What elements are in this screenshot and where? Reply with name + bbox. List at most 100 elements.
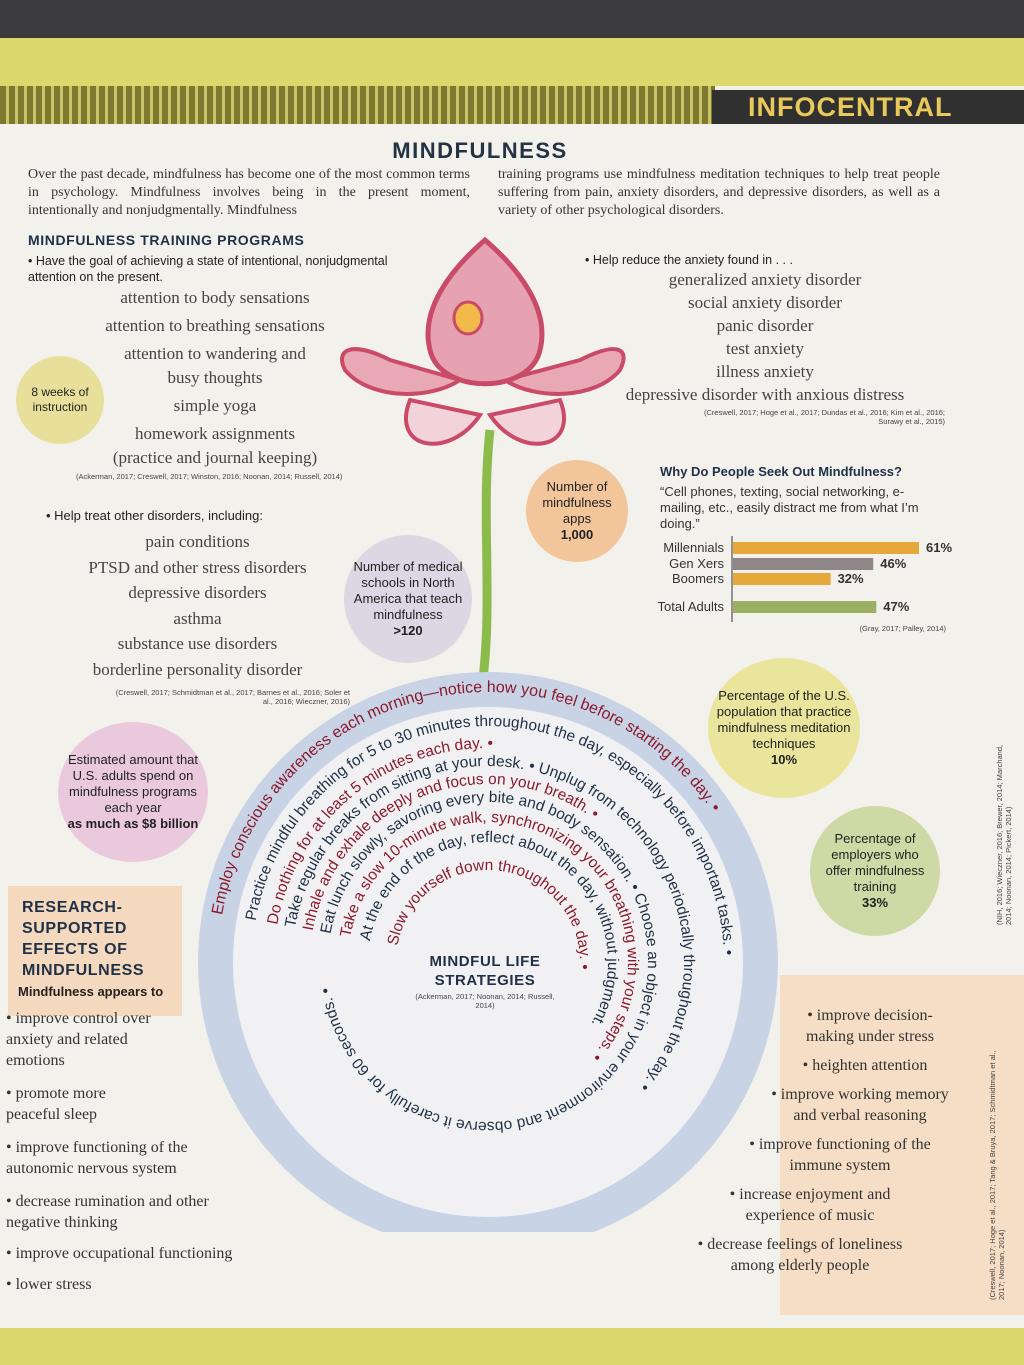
chart-category-label: Millennials bbox=[663, 540, 724, 555]
intro-left: Over the past decade, mindfulness has be… bbox=[28, 167, 470, 218]
lotus-illustration bbox=[340, 236, 626, 701]
training-item: simple yoga bbox=[173, 396, 257, 415]
training-item: attention to wandering and bbox=[124, 344, 306, 363]
employers-stat-circle: Percentage of employers who offer mindfu… bbox=[810, 806, 940, 936]
effects-heading: RESEARCH-SUPPORTED EFFECTS OF MINDFULNES… bbox=[22, 899, 145, 979]
training-item: busy thoughts bbox=[167, 368, 263, 387]
anxiety-item: illness anxiety bbox=[716, 362, 814, 381]
effect-item: • lower stress bbox=[6, 1276, 92, 1293]
disorders-list: pain conditions PTSD and other stress di… bbox=[50, 529, 345, 682]
effect-item: • improve working memory and verbal reas… bbox=[771, 1086, 949, 1124]
schools-stat-value: >120 bbox=[393, 623, 423, 638]
training-item: attention to body sensations bbox=[120, 288, 310, 307]
effect-item: • decrease rumination and other negative… bbox=[6, 1193, 209, 1231]
disorder-item: pain conditions bbox=[145, 532, 250, 551]
chart-bar bbox=[733, 573, 831, 585]
mindful-life-strategies-spiral: Employ conscious awareness each morning—… bbox=[198, 672, 778, 1232]
chart-category-label: Gen Xers bbox=[669, 556, 724, 571]
anxiety-list: generalized anxiety disorder social anxi… bbox=[590, 268, 940, 406]
spiral-citation: (Ackerman, 2017; Noonan, 2014; Russell, … bbox=[415, 992, 555, 1010]
why-citation: (Gray, 2017; Palley, 2014) bbox=[859, 624, 946, 633]
anxiety-item: panic disorder bbox=[716, 316, 814, 335]
lotus-center-petal bbox=[425, 236, 545, 387]
effect-item: • improve occupational functioning bbox=[6, 1245, 233, 1262]
anxiety-item: social anxiety disorder bbox=[688, 293, 842, 312]
lotus-petal-lower-left bbox=[404, 397, 484, 446]
page-title: MINDFULNESS bbox=[392, 138, 568, 163]
infocentral-banner: INFOCENTRAL bbox=[712, 90, 1024, 124]
training-item: homework assignments bbox=[134, 424, 296, 443]
spend-stat-value: as much as $8 billion bbox=[67, 816, 199, 831]
effect-item: • improve decision-making under stress bbox=[806, 1007, 934, 1045]
effects-header-box bbox=[8, 886, 182, 1016]
chart-value-label: 47% bbox=[883, 599, 909, 614]
chart-value-label: 32% bbox=[838, 571, 864, 586]
employers-stat-label: Percentage of employers who offer mindfu… bbox=[825, 831, 925, 894]
apps-stat-circle: Number of mindfulness apps 1,000 bbox=[526, 460, 628, 562]
disorder-item: substance use disorders bbox=[117, 634, 278, 653]
why-bar-chart: Millennials 61% Gen Xers 46% Boomers 32% Total… bbox=[658, 536, 952, 622]
training-heading: MINDFULNESS TRAINING PROGRAMS bbox=[28, 232, 305, 248]
training-item: (practice and journal keeping) bbox=[112, 448, 318, 467]
disorder-item: PTSD and other stress disorders bbox=[88, 557, 307, 577]
lotus-stem bbox=[475, 429, 495, 701]
anxiety-item: depressive disorder with anxious distres… bbox=[625, 385, 905, 404]
stats-side-citation: (NIH, 2016; Wieczner, 2016; Brewer, 2014… bbox=[995, 744, 1013, 925]
lotus-petal-lower-right bbox=[486, 397, 566, 446]
training-item: attention to breathing sensations bbox=[105, 316, 325, 335]
weeks-circle: 8 weeks of instruction bbox=[16, 356, 104, 444]
disorders-bullet: • Help treat other disorders, including: bbox=[46, 508, 263, 523]
effect-item: • improve functioning of the autonomic n… bbox=[6, 1139, 188, 1177]
disorder-item: depressive disorders bbox=[128, 583, 267, 602]
effects-right-list: • improve decision-making under stress •… bbox=[698, 1005, 950, 1276]
lotus-petal-right bbox=[500, 347, 626, 396]
effects-sub: Mindfulness appears to bbox=[18, 984, 164, 999]
apps-stat-label: Number of mindfulness apps bbox=[542, 479, 612, 526]
schools-stat-circle: Number of medical schools in North Ameri… bbox=[344, 535, 472, 663]
effect-item: • improve control over anxiety and relat… bbox=[6, 1010, 151, 1069]
effects-left-list: • improve control over anxiety and relat… bbox=[6, 1008, 276, 1295]
effect-item: • increase enjoyment and experience of m… bbox=[729, 1186, 891, 1224]
chart-category-label: Total Adults bbox=[658, 599, 725, 614]
spiral-center: MINDFUL LIFE STRATEGIES (Ackerman, 2017;… bbox=[412, 952, 558, 1010]
disorders-citation: (Creswell, 2017; Schmidtman et al., 2017… bbox=[115, 688, 350, 706]
population-stat-circle: Percentage of the U.S. population that p… bbox=[708, 658, 860, 798]
anxiety-citation: (Creswell, 2017; Hoge et al., 2017; Dund… bbox=[704, 408, 945, 426]
chart-value-label: 61% bbox=[926, 540, 952, 555]
intro-right: training programs use mindfulness medita… bbox=[498, 167, 940, 218]
training-citation: (Ackerman, 2017; Creswell, 2017; Winston… bbox=[76, 472, 343, 481]
population-stat-label: Percentage of the U.S. population that p… bbox=[716, 688, 852, 751]
top-band bbox=[0, 38, 1024, 86]
spiral-inner-disc bbox=[233, 707, 743, 1217]
disorder-item: borderline personality disorder bbox=[92, 659, 303, 679]
chart-bar bbox=[733, 542, 919, 554]
chart-bar bbox=[733, 601, 877, 613]
header-stripes bbox=[0, 86, 715, 124]
bottom-band bbox=[0, 1328, 1024, 1365]
effect-item: • promote more peaceful sleep bbox=[6, 1085, 106, 1123]
population-stat-value: 10% bbox=[770, 752, 798, 767]
effect-item: • decrease feelings of loneliness among … bbox=[697, 1236, 903, 1274]
apps-stat-value: 1,000 bbox=[560, 527, 594, 542]
chart-category-label: Boomers bbox=[672, 571, 725, 586]
effect-item: • heighten attention bbox=[802, 1057, 928, 1074]
training-bullet: • Have the goal of achieving a state of … bbox=[28, 254, 388, 284]
effects-right-box bbox=[780, 975, 1024, 1315]
spend-stat-circle: Estimated amount that U.S. adults spend … bbox=[58, 722, 208, 862]
effect-item: • improve functioning of the immune syst… bbox=[749, 1136, 931, 1174]
anxiety-item: test anxiety bbox=[726, 339, 804, 358]
effects-citation: (Creswell, 2017; Hoge et al., 2017; Tang… bbox=[988, 1050, 1006, 1300]
chart-value-label: 46% bbox=[880, 556, 906, 571]
schools-stat-label: Number of medical schools in North Ameri… bbox=[353, 559, 463, 622]
anxiety-item: generalized anxiety disorder bbox=[668, 270, 862, 289]
employers-stat-value: 33% bbox=[861, 895, 889, 910]
disorder-item: asthma bbox=[173, 608, 222, 628]
lotus-petal-left bbox=[340, 347, 465, 396]
spend-stat-label: Estimated amount that U.S. adults spend … bbox=[67, 752, 199, 815]
spiral-title: MINDFUL LIFE STRATEGIES bbox=[429, 953, 541, 989]
chart-bar bbox=[733, 558, 874, 570]
lotus-bud bbox=[452, 300, 484, 336]
anxiety-bullet: • Help reduce the anxiety found in . . . bbox=[585, 253, 793, 267]
why-quote: “Cell phones, texting, social networking… bbox=[660, 484, 919, 531]
why-chart-title: Why Do People Seek Out Mindfulness? bbox=[660, 464, 902, 479]
